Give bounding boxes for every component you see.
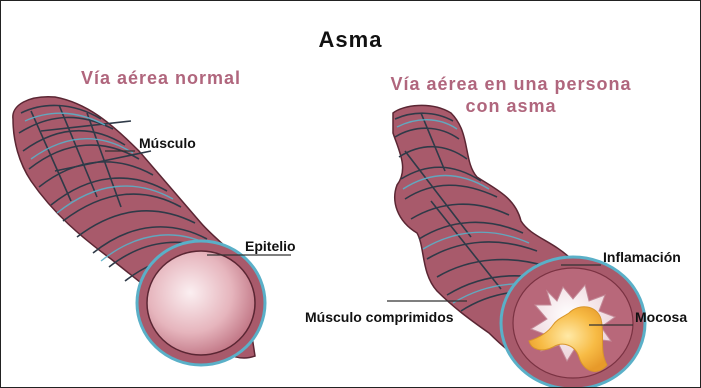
asthma-airway-caption-line1: Vía aérea en una persona	[361, 73, 661, 95]
diagram-title: Asma	[1, 27, 700, 53]
epithelium-label: Epitelio	[245, 238, 296, 254]
normal-airway-lumen	[147, 251, 255, 355]
muscle-label: Músculo	[139, 135, 196, 151]
inflammation-label: Inflamación	[603, 249, 681, 265]
asthma-airway-caption-line2: con asma	[361, 95, 661, 117]
compressed-muscle-label: Músculo comprimidos	[305, 309, 454, 325]
asthma-airway	[393, 105, 645, 387]
mucosa-label: Mocosa	[635, 309, 687, 325]
normal-airway-caption: Vía aérea normal	[41, 67, 281, 89]
